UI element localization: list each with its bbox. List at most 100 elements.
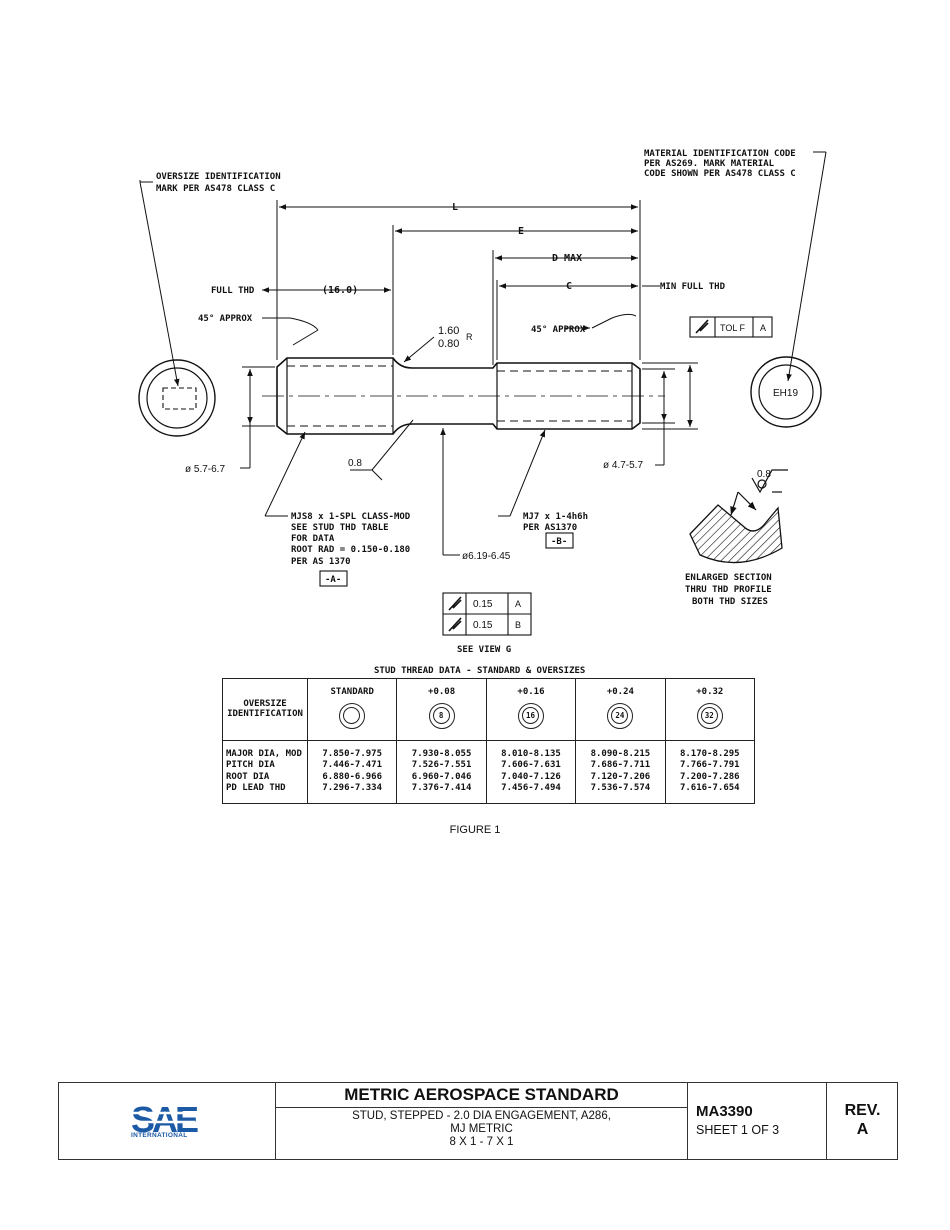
mj-thread-note-1: MJ7 x 1-4h6h — [523, 512, 588, 522]
oversize-mark-16-icon: 16 — [517, 702, 544, 729]
dim-c-label: C — [566, 281, 572, 292]
oversize-mark-note-2: MARK PER AS478 CLASS C — [156, 184, 275, 194]
full-thd-label: FULL THD — [211, 286, 255, 296]
mj-thread-note-2: PER AS1370 — [523, 523, 577, 533]
values-008: 7.930-8.055 7.526-7.551 6.960-7.046 7.37… — [396, 739, 487, 805]
table-cell: 7.120-7.206 — [590, 771, 651, 782]
doc-number-cell: MA3390 SHEET 1 OF 3 — [688, 1083, 827, 1159]
sheet-number: SHEET 1 OF 3 — [696, 1123, 780, 1137]
row-header-cell: OVERSIZE IDENTIFICATION — [222, 678, 308, 741]
see-view-label: SEE VIEW G — [457, 645, 511, 655]
table-cell: 8.170-8.295 — [679, 748, 740, 759]
revision-value: A — [856, 1121, 869, 1138]
col-header-032: +0.32 32 — [664, 678, 756, 741]
col-header-008: +0.08 8 — [396, 678, 487, 741]
table-cell: 6.880-6.966 — [322, 771, 382, 782]
oversize-mark-8-icon: 8 — [428, 702, 455, 729]
section-rough-label: 0.8 — [757, 469, 771, 480]
col-header-label: +0.24 — [606, 686, 634, 697]
table-cell: 7.200-7.286 — [679, 771, 740, 782]
table-cell: 7.616-7.654 — [679, 783, 740, 794]
table-cell: 7.930-8.055 — [411, 748, 472, 759]
datum-b-box — [545, 532, 574, 549]
col-header-label: +0.32 — [696, 686, 724, 697]
standard-title: METRIC AEROSPACE STANDARD — [276, 1085, 687, 1108]
radius-top: 1.60 — [438, 325, 459, 337]
runout-icon — [448, 319, 709, 632]
row-header-line-1: OVERSIZE — [243, 699, 287, 710]
revision: REV. A — [827, 1101, 898, 1139]
row-label: ROOT DIA — [226, 771, 270, 782]
row-label: MAJOR DIA, MOD — [226, 748, 302, 759]
end-view-right — [750, 356, 822, 428]
table-cell: 7.850-7.975 — [322, 748, 382, 759]
material-code-note-2: PER AS269. MARK MATERIAL — [644, 159, 775, 169]
revision-cell: REV. A — [827, 1083, 898, 1159]
stud-thread-table: OVERSIZE IDENTIFICATION STANDARD +0.08 8… — [222, 678, 756, 805]
approx-right-label: 45° APPROX — [531, 325, 586, 335]
table-cell: 7.456-7.494 — [501, 783, 561, 794]
row-header-line-2: IDENTIFICATION — [227, 709, 303, 720]
title-block: SAE INTERNATIONAL METRIC AEROSPACE STAND… — [58, 1082, 898, 1160]
table-cell: 7.766-7.791 — [679, 760, 740, 771]
part-description-line: MJ METRIC — [450, 1123, 513, 1135]
section-label-1: ENLARGED SECTION — [685, 573, 772, 583]
sae-logo-icon: SAE — [131, 1100, 199, 1140]
logo-cell: SAE INTERNATIONAL — [59, 1083, 276, 1159]
tolerance-frame-top — [689, 316, 773, 338]
material-code-note-3: CODE SHOWN PER AS478 CLASS C — [644, 169, 796, 179]
col-header-label: +0.08 — [428, 686, 456, 697]
row-labels-cell: MAJOR DIA, MOD PITCH DIA ROOT DIA PD LEA… — [222, 739, 308, 805]
dim-l-label: L — [452, 202, 458, 213]
mjs-thread-note-3: FOR DATA — [291, 534, 335, 544]
tol-frame-row1-datum: A — [515, 599, 521, 609]
tol-frame-top-tol: TOL F — [720, 323, 746, 333]
oversize-mark-32-icon: 32 — [696, 702, 723, 729]
figure-caption: FIGURE 1 — [449, 824, 501, 836]
col-header-label: +0.16 — [517, 686, 545, 697]
row-label: PITCH DIA — [226, 760, 275, 771]
datum-b-label: -B- — [551, 537, 567, 547]
thread-section — [689, 469, 788, 564]
values-032: 8.170-8.295 7.766-7.791 7.200-7.286 7.61… — [664, 739, 756, 805]
tolerance-frame-lower — [442, 592, 532, 636]
tol-frame-row2-datum: B — [515, 620, 521, 630]
dimension-lines — [139, 151, 827, 556]
values-016: 8.010-8.135 7.606-7.631 7.040-7.126 7.45… — [485, 739, 577, 805]
table-cell: 7.536-7.574 — [590, 783, 651, 794]
dim-e-label: E — [518, 226, 524, 237]
oversize-mark-note-1: OVERSIZE IDENTIFICATION — [156, 172, 281, 182]
col-header-016: +0.16 16 — [485, 678, 577, 741]
oversize-mark-24-icon: 24 — [607, 702, 634, 729]
row-label: PD LEAD THD — [226, 783, 286, 794]
tol-frame-row1-value: 0.15 — [473, 599, 493, 610]
table-cell: 7.296-7.334 — [322, 783, 382, 794]
part-description-line: 8 X 1 - 7 X 1 — [449, 1136, 514, 1148]
approx-left-label: 45° APPROX — [198, 314, 253, 324]
min-full-thd-label: MIN FULL THD — [660, 282, 726, 292]
section-label-3: BOTH THD SIZES — [692, 597, 768, 607]
col-header-label: STANDARD — [330, 686, 374, 697]
radius-r: R — [466, 332, 473, 342]
dia-left-label: ø 5.7-6.7 — [185, 464, 225, 475]
oversize-mark-standard-icon — [339, 702, 366, 729]
doc-number: MA3390 — [696, 1103, 753, 1120]
table-cell: 7.526-7.551 — [411, 760, 472, 771]
table-cell: 8.010-8.135 — [501, 748, 561, 759]
mjs-thread-note-2: SEE STUD THD TABLE — [291, 523, 389, 533]
mjs-thread-note-4: ROOT RAD = 0.150-0.180 — [291, 545, 410, 555]
dia-center-label: ø6.19-6.45 — [462, 551, 511, 562]
table-cell: 7.686-7.711 — [590, 760, 651, 771]
material-code-mark: EH19 — [773, 388, 798, 399]
table-cell: 6.960-7.046 — [411, 771, 472, 782]
table-cell: 7.040-7.126 — [501, 771, 561, 782]
values-standard: 7.850-7.975 7.446-7.471 6.880-6.966 7.29… — [306, 739, 398, 805]
table-cell: 8.090-8.215 — [590, 748, 651, 759]
part-description: STUD, STEPPED - 2.0 DIA ENGAGEMENT, A286… — [276, 1110, 687, 1149]
datum-a-label: -A- — [325, 575, 341, 585]
mjs-thread-note-1: MJS8 x 1-SPL CLASS-MOD — [291, 512, 411, 522]
drawing-labels: OVERSIZE IDENTIFICATION MARK PER AS478 C… — [156, 149, 798, 676]
stud-outline — [262, 357, 665, 435]
part-description-line: STUD, STEPPED - 2.0 DIA ENGAGEMENT, A286… — [352, 1110, 611, 1122]
